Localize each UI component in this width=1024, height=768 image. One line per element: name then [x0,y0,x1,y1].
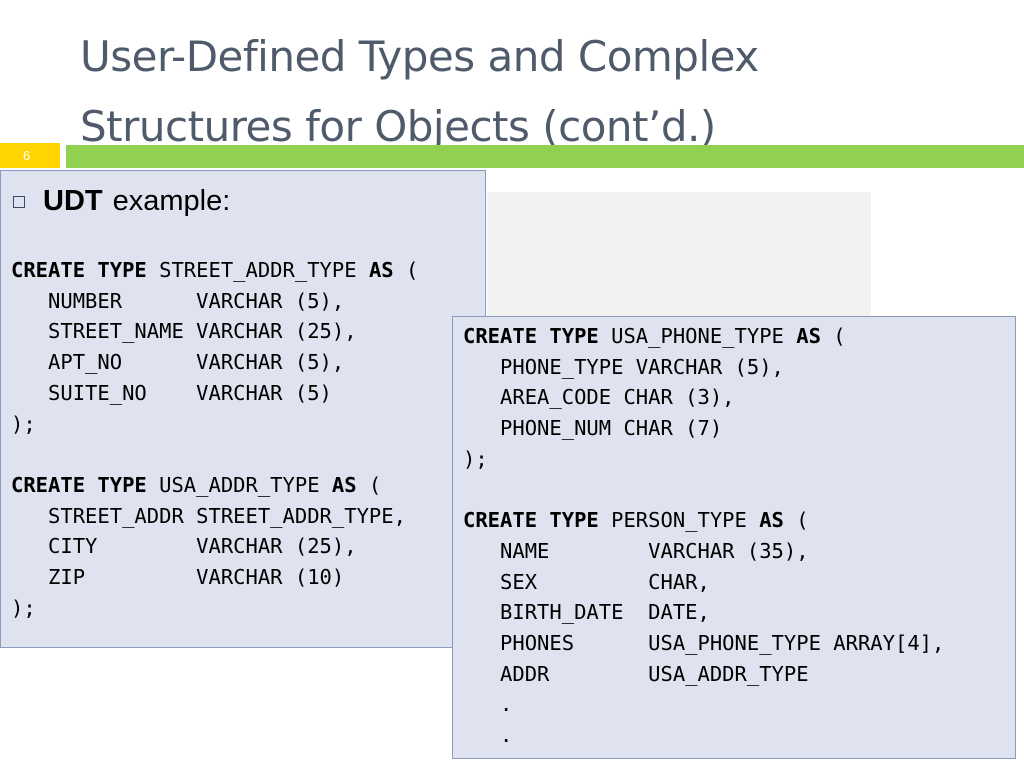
code-text: ); [463,446,488,471]
code-keyword: CREATE TYPE [463,324,599,348]
code-line: CREATE TYPE PERSON_TYPE AS ( [463,505,944,536]
code-line: ZIP VARCHAR (10) [11,562,418,593]
code-text: . [463,723,513,748]
square-bullet-icon [13,195,25,208]
code-text: AREA_CODE CHAR (3), [463,385,735,410]
code-box-left: UDT example: CREATE TYPE STREET_ADDR_TYP… [0,170,486,648]
code-line: ​ [463,475,944,506]
code-text: ( [356,472,382,497]
code-line: . [463,720,944,751]
code-keyword: AS [331,472,357,497]
code-keyword: AS [759,508,784,533]
code-keyword: CREATE TYPE [11,258,147,282]
code-line: CITY VARCHAR (25), [11,531,418,562]
code-text: CITY VARCHAR (25), [11,534,357,559]
bullet-item: UDT example: [13,185,230,218]
code-line: NUMBER VARCHAR (5), [11,286,418,317]
code-text: ADDR USA_ADDR_TYPE [463,661,809,686]
code-text: STREET_NAME VARCHAR (25), [11,319,357,344]
code-text: STREET_ADDR_TYPE [146,258,369,282]
code-text: NUMBER VARCHAR (5), [11,288,345,313]
code-line: ADDR USA_ADDR_TYPE [463,659,944,690]
code-text: STREET_ADDR STREET_ADDR_TYPE, [11,503,406,528]
code-box-right: CREATE TYPE USA_PHONE_TYPE AS ( PHONE_TY… [452,316,1016,759]
slide-title-line-1: User-Defined Types and Complex [80,32,759,81]
code-text: ); [11,411,36,436]
code-keyword: CREATE TYPE [11,472,147,497]
code-text: ( [393,258,419,282]
code-line: AREA_CODE CHAR (3), [463,382,944,413]
code-line: ); [11,593,418,624]
code-line: PHONES USA_PHONE_TYPE ARRAY[4], [463,628,944,659]
code-text: ); [11,595,36,620]
code-text: PHONE_NUM CHAR (7) [463,416,723,441]
code-keyword: AS [368,258,394,282]
slide-number: 6 [0,143,60,168]
code-text: SUITE_NO VARCHAR (5) [11,380,332,405]
code-block-right: CREATE TYPE USA_PHONE_TYPE AS ( PHONE_TY… [463,321,944,751]
code-text: NAME VARCHAR (35), [463,538,809,563]
code-text: PERSON_TYPE [598,508,760,533]
slide-title-line-2: Structures for Objects (cont’d.) [80,102,716,151]
code-text: ( [820,324,846,348]
bullet-text: example: [112,185,231,217]
code-text: ZIP VARCHAR (10) [11,565,345,590]
code-text: ( [783,508,809,533]
code-line: CREATE TYPE USA_ADDR_TYPE AS ( [11,470,418,501]
background-panel [487,192,871,317]
slide-title: User-Defined Types and Complex Structure… [80,22,980,162]
code-line: CREATE TYPE USA_PHONE_TYPE AS ( [463,321,944,352]
code-line: NAME VARCHAR (35), [463,536,944,567]
code-line: STREET_ADDR STREET_ADDR_TYPE, [11,501,418,532]
code-keyword: CREATE TYPE [463,508,599,533]
code-text: APT_NO VARCHAR (5), [11,350,345,375]
code-line: STREET_NAME VARCHAR (25), [11,316,418,347]
code-line: . [463,689,944,720]
code-text: . [463,692,513,717]
title-divider-bar [66,145,1024,168]
code-line: APT_NO VARCHAR (5), [11,347,418,378]
code-line: ); [463,444,944,475]
code-text: PHONE_TYPE VARCHAR (5), [463,354,784,379]
code-line: SEX CHAR, [463,567,944,598]
code-line: PHONE_TYPE VARCHAR (5), [463,352,944,383]
code-text: SEX CHAR, [463,569,710,594]
code-line: CREATE TYPE STREET_ADDR_TYPE AS ( [11,255,418,286]
code-line: BIRTH_DATE DATE, [463,597,944,628]
code-text: USA_PHONE_TYPE [598,324,797,348]
code-block-left: CREATE TYPE STREET_ADDR_TYPE AS ( NUMBER… [11,255,418,623]
code-text: PHONES USA_PHONE_TYPE ARRAY[4], [463,631,945,656]
code-keyword: AS [796,324,821,348]
code-line: ); [11,409,418,440]
code-line: PHONE_NUM CHAR (7) [463,413,944,444]
bullet-bold-text: UDT [43,185,103,217]
code-text: BIRTH_DATE DATE, [463,600,710,625]
code-text: USA_ADDR_TYPE [146,472,332,497]
code-line: SUITE_NO VARCHAR (5) [11,378,418,409]
code-line: ​ [11,439,418,470]
